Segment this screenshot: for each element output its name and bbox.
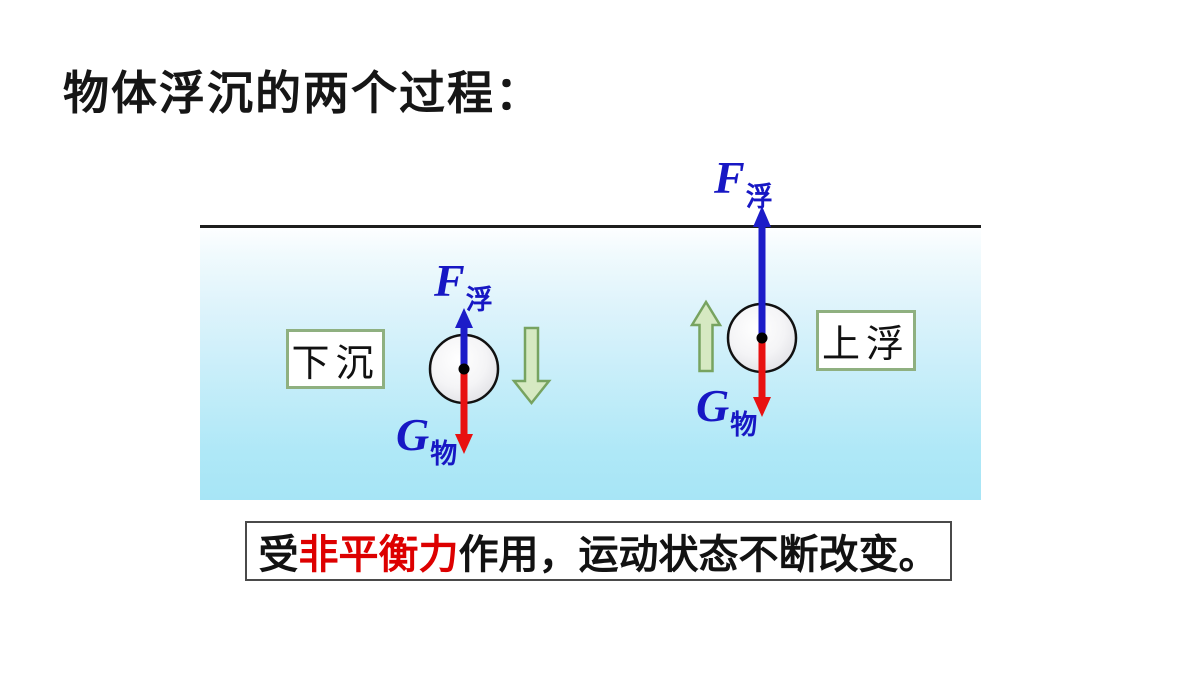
buoyancy-subscript-left: 浮	[465, 285, 493, 315]
gravity-symbol-right: G	[696, 380, 730, 431]
gravity-force-label-left: G物	[396, 409, 457, 468]
gravity-force-label-right: G物	[696, 380, 757, 439]
buoyancy-force-label-left: F浮	[434, 255, 493, 314]
sink-label-box: 下沉	[286, 329, 385, 389]
buoyancy-subscript-right: 浮	[745, 182, 773, 212]
sink-label: 下沉	[291, 342, 380, 385]
gravity-subscript-right: 物	[730, 410, 758, 440]
conclusion-suffix: 作用，运动状态不断改变。	[458, 532, 939, 577]
float-label: 上浮	[821, 324, 910, 366]
conclusion-prefix: 受	[258, 532, 299, 577]
conclusion-highlight: 非平衡力	[298, 532, 459, 577]
buoyancy-force-label-right: F浮	[714, 152, 773, 211]
gravity-subscript-left: 物	[430, 439, 458, 469]
slide-title: 物体浮沉的两个过程：	[63, 68, 543, 119]
float-label-box: 上浮	[816, 310, 916, 371]
conclusion-box: 受非平衡力作用，运动状态不断改变。	[245, 521, 952, 581]
buoyancy-symbol-left: F	[434, 255, 465, 306]
gravity-symbol-left: G	[396, 409, 430, 460]
buoyancy-symbol-right: F	[714, 152, 745, 203]
